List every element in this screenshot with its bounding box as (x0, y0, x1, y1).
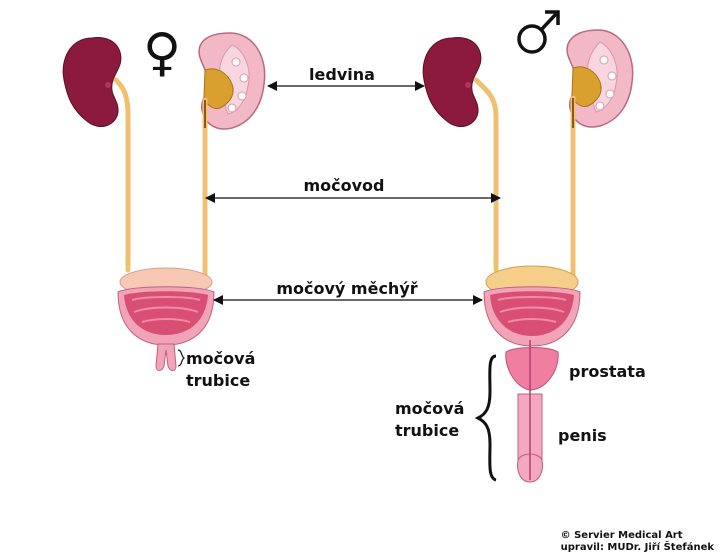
male-bladder (483, 265, 581, 347)
credit-line-2: upravil: MUDr. Jiří Štefánek (560, 542, 714, 553)
male-kidney-right-section (566, 29, 634, 128)
male-symbol-icon (517, 10, 560, 54)
female-kidney-right-section (198, 32, 266, 130)
female-urinary-system: ♀ (62, 23, 266, 371)
label-female-urethra-2: trubice (186, 371, 250, 390)
label-prostata: prostata (569, 362, 646, 381)
label-ledvina: ledvina (309, 65, 375, 84)
male-urethra-brace (474, 354, 497, 482)
female-kidney-left (62, 37, 122, 127)
label-mocovod: močovod (303, 176, 384, 195)
label-male-urethra-1: močová (395, 399, 464, 418)
female-urethra-brace (177, 349, 186, 367)
female-bladder (117, 267, 215, 346)
male-prostate (505, 347, 559, 391)
label-mocovy-mechyr: močový měchýř (276, 279, 417, 298)
female-urethra (155, 343, 177, 371)
label-penis: penis (558, 426, 607, 445)
female-symbol-icon: ♀ (143, 23, 181, 83)
male-ureter-left (473, 77, 499, 273)
label-male-urethra-2: trubice (395, 421, 459, 440)
label-female-urethra-1: močová (186, 349, 255, 368)
female-ureter-left (113, 77, 131, 273)
male-kidney-left (422, 37, 482, 127)
credit-block: © Servier Medical Art upravil: MUDr. Jiř… (561, 530, 714, 554)
credit-line-1: © Servier Medical Art (560, 530, 683, 541)
male-urinary-system (422, 10, 634, 483)
